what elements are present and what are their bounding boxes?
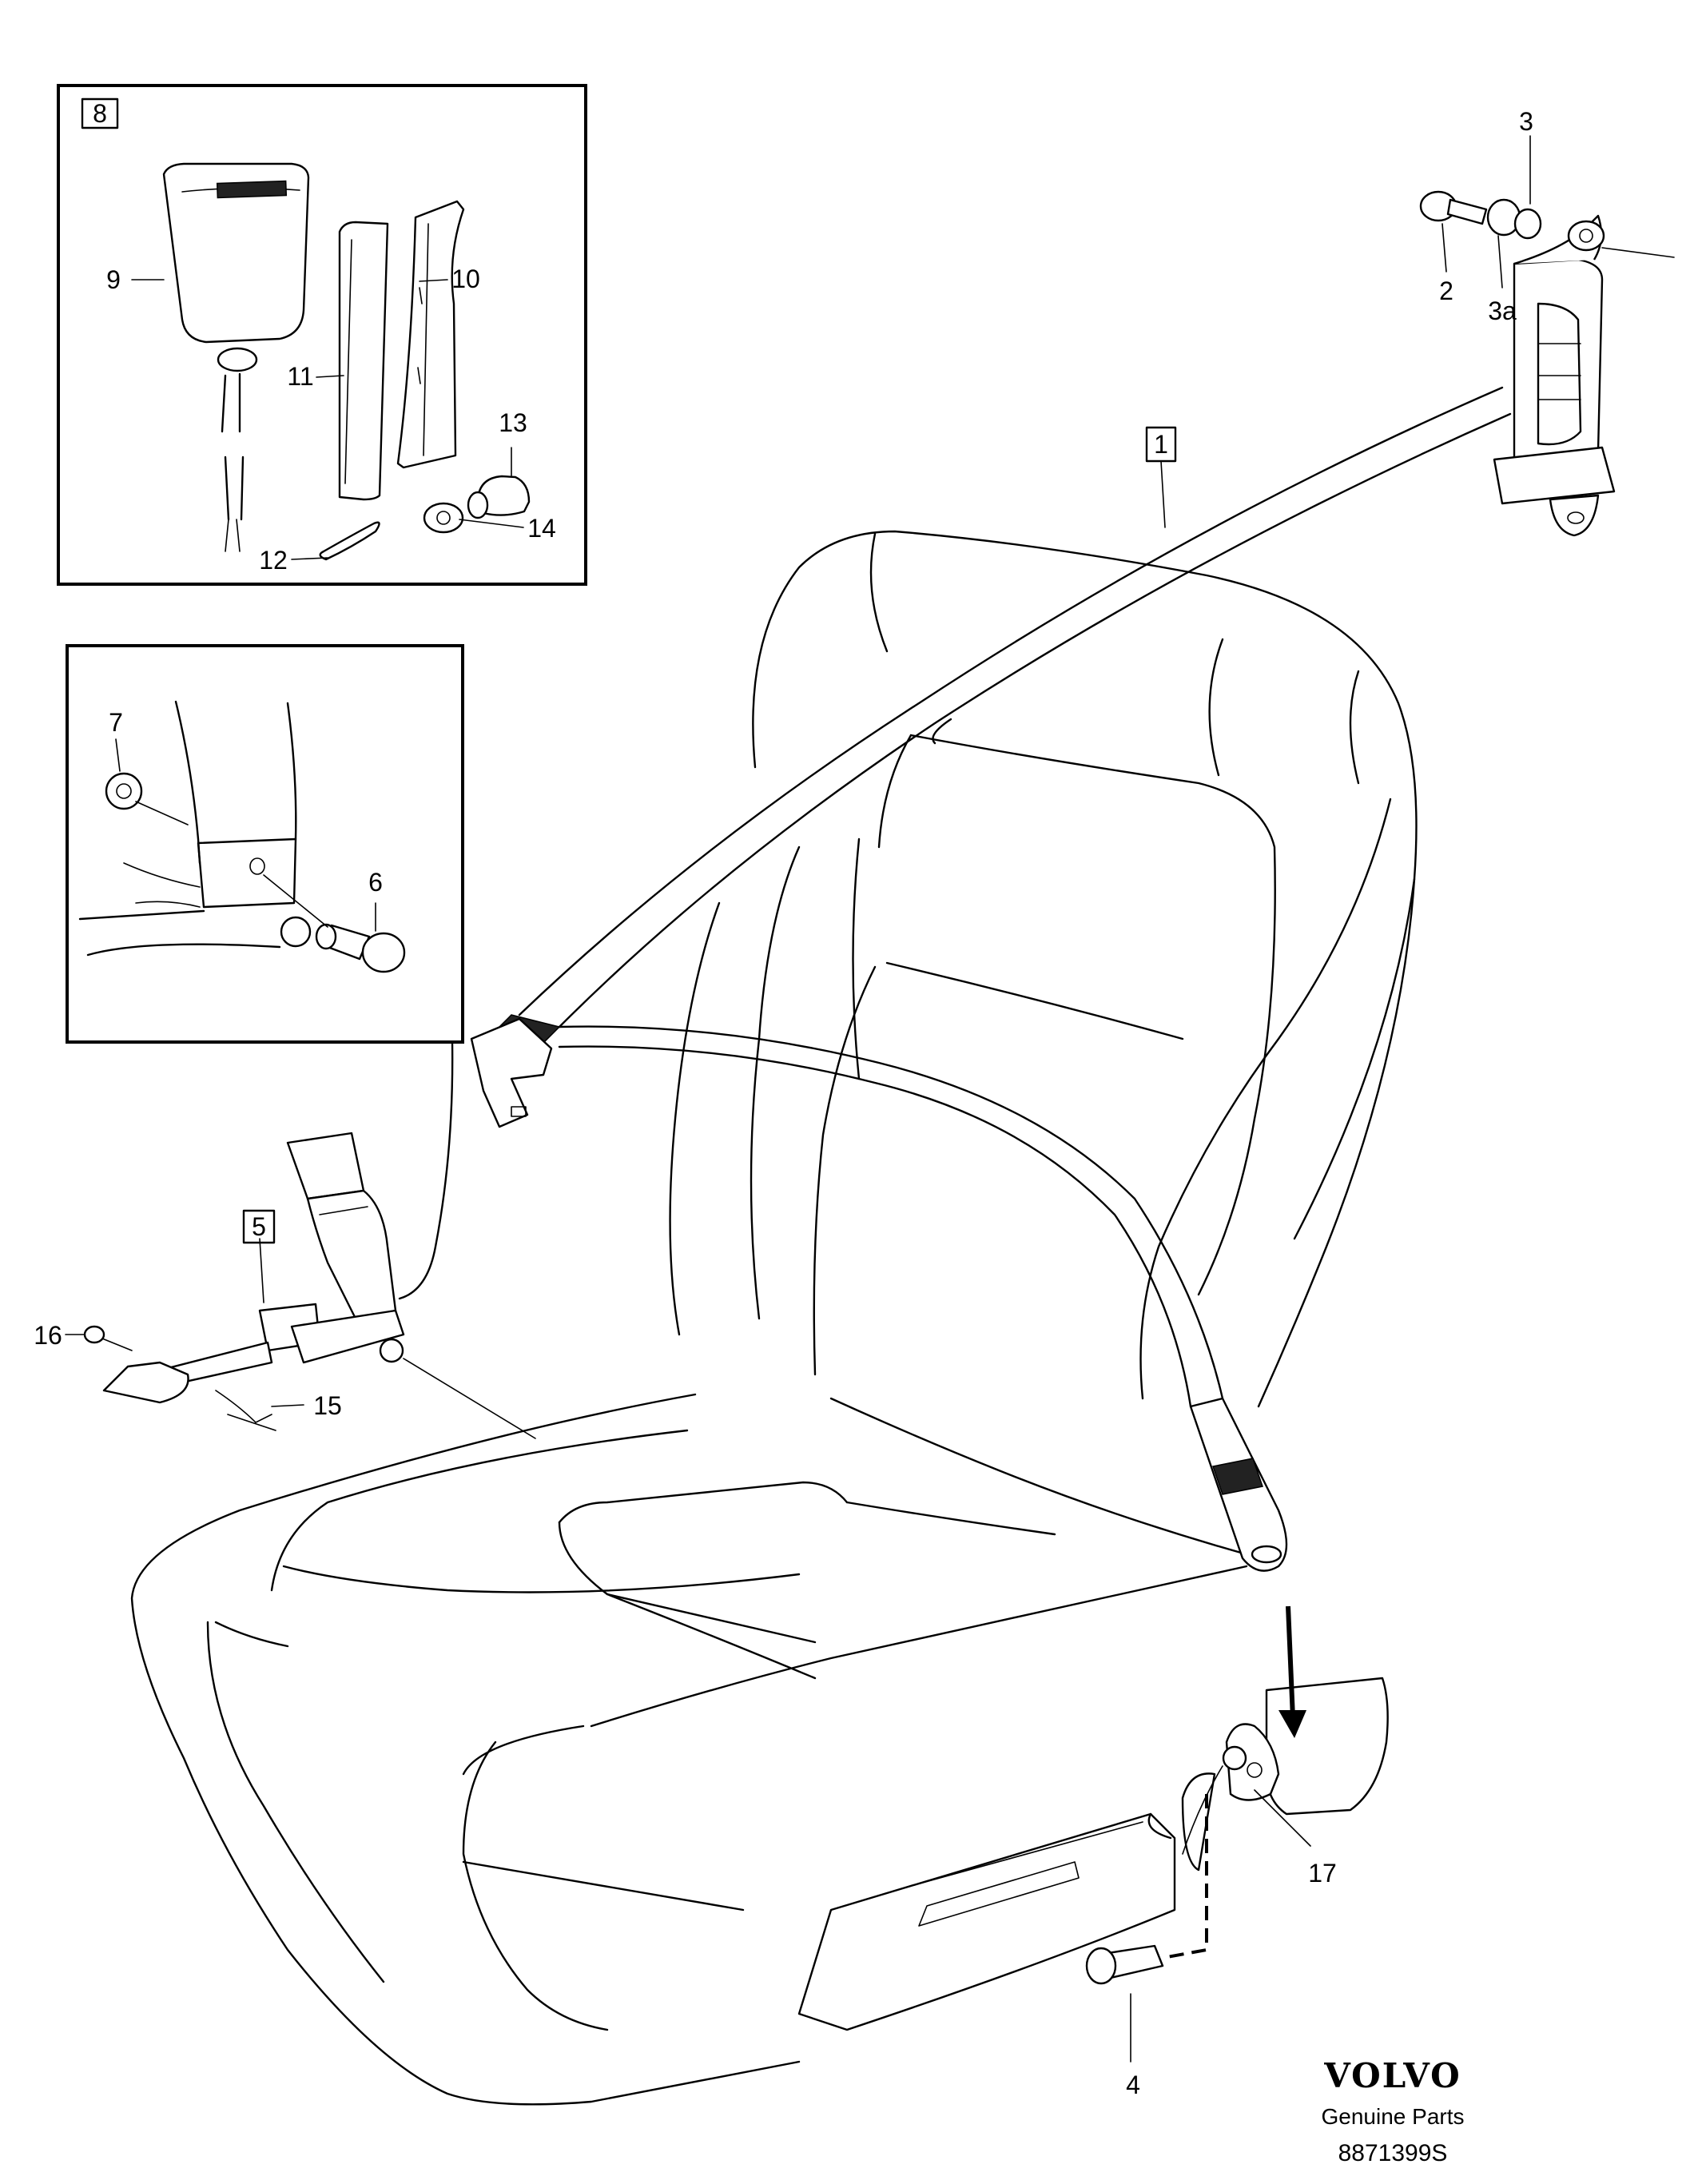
buckle-assembly-illustration: 5 16 15 (34, 1132, 536, 1439)
part-11-illustration (338, 221, 389, 501)
seat-belt-illustration: 1 (470, 386, 1512, 1572)
callout-15: 15 (313, 1391, 342, 1420)
callout-13: 13 (499, 408, 527, 437)
part-13-illustration (467, 475, 531, 519)
part-14-illustration (423, 502, 464, 534)
callout-2: 2 (1439, 276, 1453, 305)
callout-17: 17 (1308, 1859, 1337, 1888)
callout-9: 9 (106, 265, 121, 294)
callout-3a: 3a (1488, 296, 1517, 325)
volvo-logo: VOLVO (1323, 2056, 1461, 2095)
callout-5: 5 (252, 1212, 266, 1241)
connector-line (398, 1040, 454, 1300)
brand-block: VOLVO Genuine Parts 8871399S (1322, 2056, 1465, 2166)
callout-14: 14 (527, 514, 556, 543)
buckle-illustration (162, 162, 310, 552)
callout-1: 1 (1154, 430, 1168, 459)
callout-box-5 (242, 1209, 276, 1244)
callout-3: 3 (1519, 107, 1533, 136)
brand-tagline: Genuine Parts (1322, 2104, 1465, 2129)
callout-16: 16 (34, 1321, 62, 1350)
retractor-illustration: 3 2 3a (1419, 107, 1675, 537)
drawing-number: 8871399S (1338, 2140, 1448, 2166)
part-10-illustration (396, 200, 465, 469)
callout-11: 11 (287, 362, 313, 391)
part-12-illustration (319, 521, 380, 561)
callout-7: 7 (109, 708, 123, 737)
callout-8: 8 (93, 99, 107, 128)
callout-6: 6 (368, 868, 383, 897)
callout-10: 10 (451, 265, 480, 293)
inset-buckle-parts: 8 (57, 84, 587, 586)
inset-anchor-detail: 7 6 (66, 644, 464, 1044)
lower-anchor-illustration: 4 17 (1085, 1605, 1389, 2099)
callout-12: 12 (259, 546, 288, 575)
callout-box-8 (81, 97, 119, 129)
seat-illustration (130, 530, 1418, 2106)
callout-4: 4 (1126, 2071, 1140, 2099)
